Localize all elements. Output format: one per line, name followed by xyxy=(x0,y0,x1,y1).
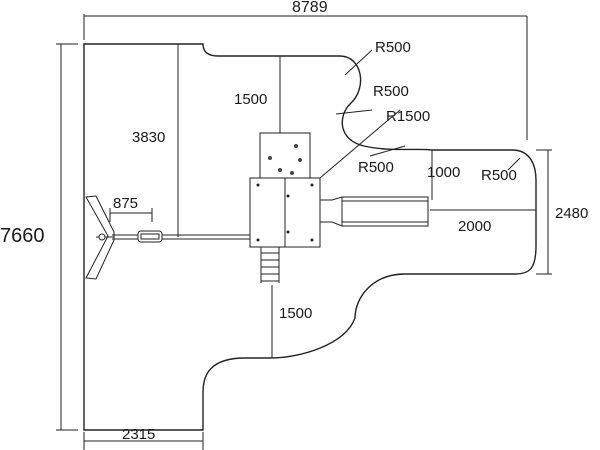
dim-slide-length: 2000 xyxy=(458,218,491,235)
swing-frame xyxy=(85,195,115,280)
slide-body xyxy=(319,196,429,227)
climbing-hold xyxy=(278,168,282,172)
bolt xyxy=(310,238,314,242)
radius-label-right: R500 xyxy=(481,167,517,184)
radius-label-top-1: R500 xyxy=(375,39,411,56)
bolt xyxy=(256,238,260,242)
radius-label-top-2: R500 xyxy=(373,83,409,100)
swing-seat-inner xyxy=(140,233,160,240)
climbing-hold xyxy=(294,144,298,148)
radius-leader xyxy=(335,109,373,115)
dim-slide-offset: 1000 xyxy=(427,164,460,181)
dim-bottom-offset: 1500 xyxy=(279,305,312,322)
dim-top-offset: 1500 xyxy=(234,91,267,108)
dim-overall-height: 7660 xyxy=(0,225,45,247)
climbing-hold xyxy=(298,158,302,162)
swing-seat xyxy=(137,230,163,243)
radius-leader xyxy=(344,49,373,76)
climbing-hold xyxy=(268,156,272,160)
dim-right-height: 2480 xyxy=(555,205,588,222)
climbing-hold xyxy=(290,171,294,175)
swing-hanger xyxy=(98,233,106,241)
climbing-wall xyxy=(259,132,311,180)
bolt xyxy=(310,183,314,187)
dim-swing-length: 875 xyxy=(113,195,138,212)
bolt xyxy=(286,194,290,198)
bolt xyxy=(286,230,290,234)
dim-swing-offset: 3830 xyxy=(132,129,165,146)
radius-leader xyxy=(369,145,406,157)
dim-bottom-width: 2315 xyxy=(122,426,155,443)
slide xyxy=(319,196,429,227)
dim-overall-width: 8789 xyxy=(292,0,328,16)
bolt xyxy=(256,183,260,187)
tower-platform xyxy=(249,177,321,248)
safety-zone-outline xyxy=(83,43,537,431)
radius-leader xyxy=(507,157,521,171)
ladder xyxy=(260,247,280,283)
radius-leader xyxy=(319,109,401,179)
climbing-wall-panel xyxy=(259,132,311,180)
radius-label-mid: R500 xyxy=(358,159,394,176)
